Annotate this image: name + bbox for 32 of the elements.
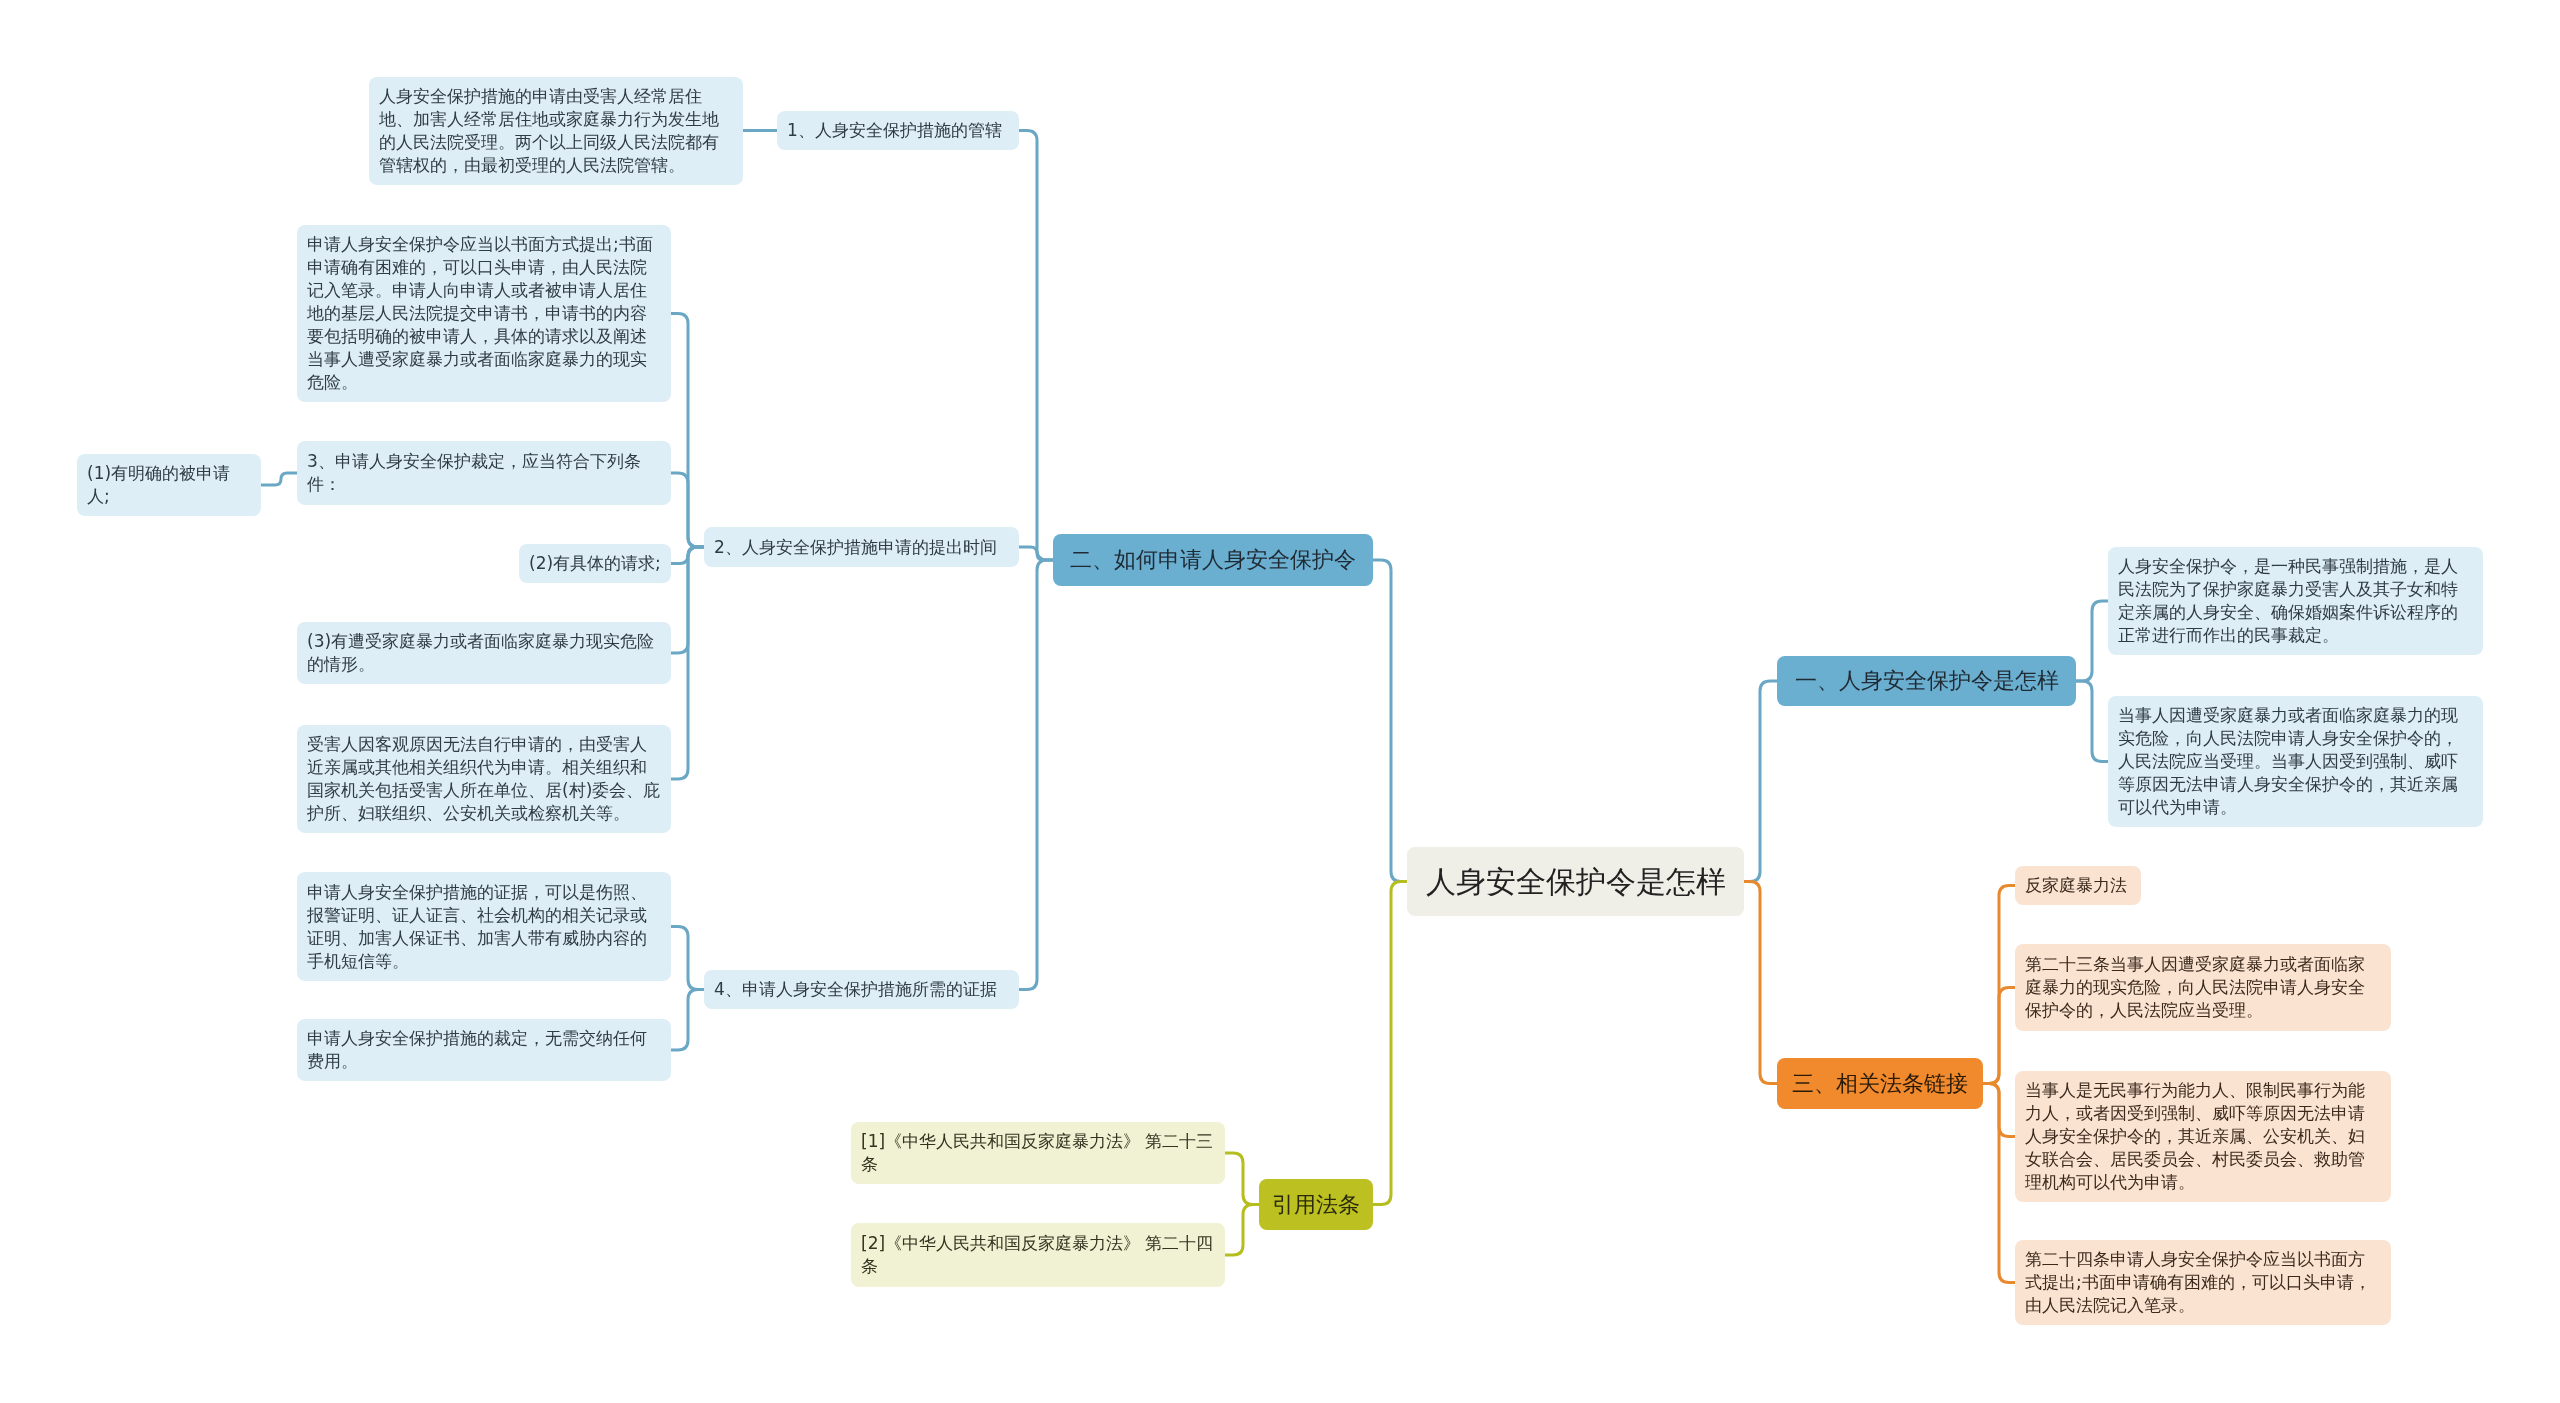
subtopic-box: [2]《中华人民共和国反家庭暴力法》 第二十四条 — [851, 1223, 1225, 1287]
subtopic-box: 第二十三条当事人因遭受家庭暴力或者面临家庭暴力的现实危险，向人民法院申请人身安全保护令的，人民法院应当受理。 — [2015, 944, 2391, 1031]
subtopic-box: 1、人身安全保护措施的管辖 — [777, 111, 1019, 150]
subtopic-box: 申请人身安全保护措施的裁定，无需交纳任何费用。 — [297, 1019, 671, 1081]
subtopic-box: [1]《中华人民共和国反家庭暴力法》 第二十三条 — [851, 1122, 1225, 1184]
subtopic-box: 2、人身安全保护措施申请的提出时间 — [704, 527, 1019, 567]
connector-line — [2076, 679, 2108, 763]
connector-line — [1373, 880, 1407, 1206]
subtopic-box: 受害人因客观原因无法自行申请的，由受害人近亲属或其他相关组织代为申请。相关组织和国家机关包括受害人所在单位、居(村)委会、庇护所、妇联组织、公安机关或检察机关等。 — [297, 725, 671, 833]
subtopic-box: 当事人是无民事行为能力人、限制民事行为能力人，或者因受到强制、威吓等原因无法申请人身安全保护令的，其近亲属、公安机关、妇女联合会、居民委员会、村民委员会、救助管理机构可以代为申请。 — [2015, 1071, 2391, 1202]
subtopic-box: (1)有明确的被申请人; — [77, 454, 261, 516]
branch-topic-box: 引用法条 — [1259, 1179, 1373, 1230]
subtopic-box: 人身安全保护令，是一种民事强制措施，是人民法院为了保护家庭暴力受害人及其子女和特定亲属的人身安全、确保婚姻案件诉讼程序的正常进行而作出的民事裁定。 — [2108, 547, 2483, 655]
branch-topic-box: 二、如何申请人身安全保护令 — [1053, 534, 1373, 586]
branch-topic-box: 一、人身安全保护令是怎样 — [1777, 656, 2076, 706]
subtopic-box: 第二十四条申请人身安全保护令应当以书面方式提出;书面申请确有困难的，可以口头申请，由人民法院记入笔录。 — [2015, 1240, 2391, 1325]
subtopic-box: 当事人因遭受家庭暴力或者面临家庭暴力的现实危险，向人民法院申请人身安全保护令的，人民法院应当受理。当事人因受到强制、威吓等原因无法申请人身安全保护令的，其近亲属可以代为申请。 — [2108, 696, 2483, 827]
central-topic-box: 人身安全保护令是怎样 — [1407, 847, 1744, 916]
connector-line — [1983, 1082, 2015, 1284]
subtopic-box: 4、申请人身安全保护措施所需的证据 — [704, 970, 1019, 1009]
subtopic-box: 反家庭暴力法 — [2015, 866, 2141, 905]
subtopic-box: 3、申请人身安全保护裁定，应当符合下列条件： — [297, 441, 671, 505]
branch-topic-box: 三、相关法条链接 — [1777, 1058, 1983, 1109]
subtopic-box: (2)有具体的请求; — [519, 544, 671, 583]
connector-line — [1019, 558, 1053, 991]
connector-line — [1225, 1203, 1259, 1257]
subtopic-box: 申请人身安全保护措施的证据，可以是伤照、报警证明、证人证言、社会机构的相关记录或证明、加害人保证书、加害人带有威胁内容的手机短信等。 — [297, 872, 671, 981]
connector-line — [743, 129, 777, 132]
subtopic-box: 人身安全保护措施的申请由受害人经常居住地、加害人经常居住地或家庭暴力行为发生地的人民法院受理。两个以上同级人民法院都有管辖权的，由最初受理的人民法院管辖。 — [369, 77, 743, 185]
subtopic-box: (3)有遭受家庭暴力或者面临家庭暴力现实危险的情形。 — [297, 622, 671, 684]
connector-line — [261, 471, 297, 487]
subtopic-box: 申请人身安全保护令应当以书面方式提出;书面申请确有困难的，可以口头申请，由人民法院记入笔录。申请人向申请人或者被申请人居住地的基层人民法院提交申请书，申请书的内容要包括明确的被申请人，具体的请求以及阐述当事人遭受家庭暴力或者面临家庭暴力的现实危险。 — [297, 225, 671, 402]
